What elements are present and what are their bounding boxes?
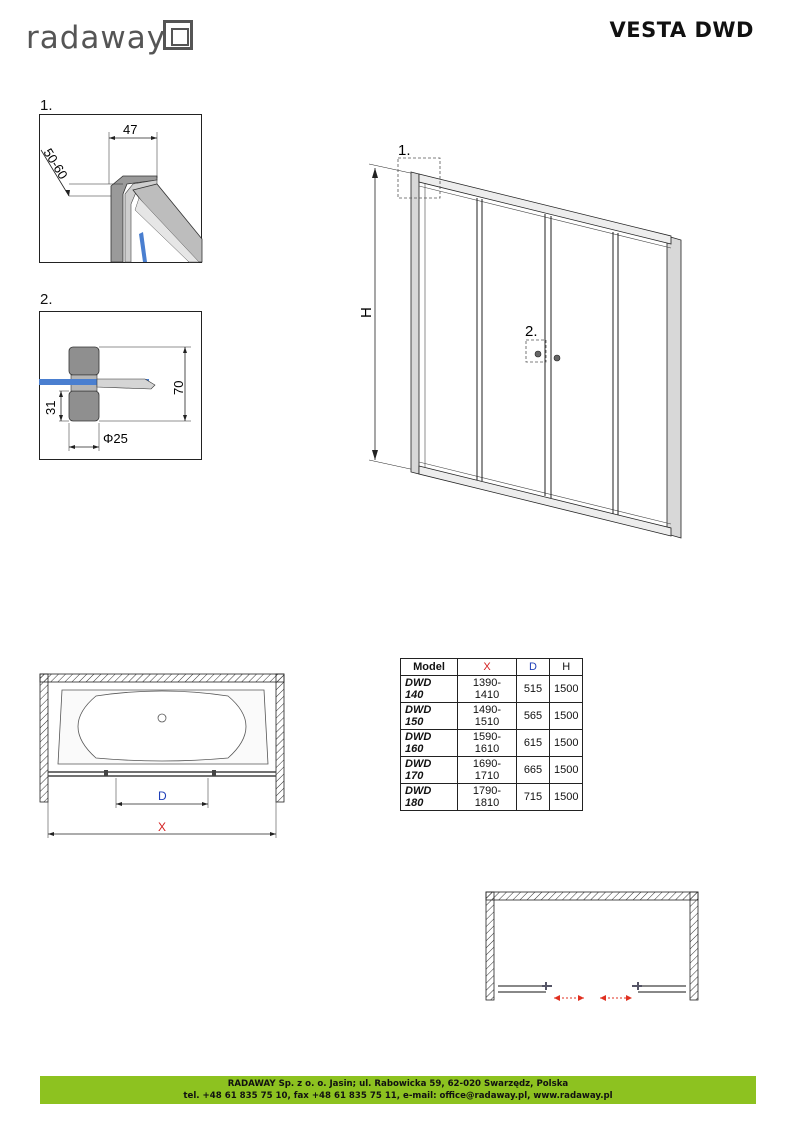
cell-h: 1500 <box>548 783 584 811</box>
callout-2: 2. <box>525 323 538 340</box>
table-row: DWD 180 1790-1810 715 1500 <box>400 783 584 811</box>
header-h: H <box>548 658 584 676</box>
detail-2-drawing: 70 31 Φ25 <box>39 311 202 460</box>
sliding-schematic <box>485 891 699 1001</box>
footer-bar: RADAWAY Sp. z o. o. Jasin; ul. Rabowicka… <box>40 1076 756 1104</box>
cell-model: DWD 150 <box>400 702 458 730</box>
dim-70: 70 <box>171 381 186 395</box>
footer-address: RADAWAY Sp. z o. o. Jasin; ul. Rabowicka… <box>227 1079 569 1089</box>
x-label: X <box>158 820 166 834</box>
header-d: D <box>516 658 550 676</box>
radaway-logo: radaway <box>26 16 206 60</box>
cell-h: 1500 <box>548 675 584 703</box>
footer-contact: tel. +48 61 835 75 10, fax +48 61 835 75… <box>183 1091 613 1101</box>
height-label: H <box>358 307 375 318</box>
cell-d: 515 <box>516 675 550 703</box>
cell-x: 1490-1510 <box>457 702 517 730</box>
cell-h: 1500 <box>548 729 584 757</box>
cell-x: 1790-1810 <box>457 783 517 811</box>
cell-x: 1590-1610 <box>457 729 517 757</box>
detail-1-drawing: 47 50-60 <box>39 114 203 263</box>
cell-model: DWD 140 <box>400 675 458 703</box>
logo-square-icon <box>163 20 193 50</box>
brand-name: radaway <box>26 20 167 56</box>
cell-model: DWD 180 <box>400 783 458 811</box>
cell-h: 1500 <box>548 702 584 730</box>
detail-1-label: 1. <box>40 97 53 114</box>
cell-d: 665 <box>516 756 550 784</box>
header-model: Model <box>400 658 458 676</box>
table-header-row: Model X D H <box>400 658 584 676</box>
callout-1: 1. <box>398 142 411 159</box>
cell-model: DWD 160 <box>400 729 458 757</box>
dim-31: 31 <box>43 401 58 415</box>
table-row: DWD 160 1590-1610 615 1500 <box>400 729 584 757</box>
spec-table: Model X D H DWD 140 1390-1410 515 1500 D… <box>400 658 584 811</box>
cell-model: DWD 170 <box>400 756 458 784</box>
dim-47: 47 <box>123 122 137 137</box>
table-row: DWD 170 1690-1710 665 1500 <box>400 756 584 784</box>
d-label: D <box>158 789 167 803</box>
header-x: X <box>457 658 517 676</box>
cell-d: 615 <box>516 729 550 757</box>
cell-h: 1500 <box>548 756 584 784</box>
plan-view-drawing: D X <box>39 673 285 838</box>
cell-x: 1690-1710 <box>457 756 517 784</box>
table-row: DWD 140 1390-1410 515 1500 <box>400 675 584 703</box>
cell-d: 715 <box>516 783 550 811</box>
table-row: DWD 150 1490-1510 565 1500 <box>400 702 584 730</box>
detail-2-label: 2. <box>40 291 53 308</box>
shower-door-drawing: H 1. 2. <box>358 142 682 539</box>
product-title: VESTA DWD <box>609 18 754 42</box>
dim-phi-25: Φ25 <box>103 431 128 446</box>
cell-d: 565 <box>516 702 550 730</box>
cell-x: 1390-1410 <box>457 675 517 703</box>
